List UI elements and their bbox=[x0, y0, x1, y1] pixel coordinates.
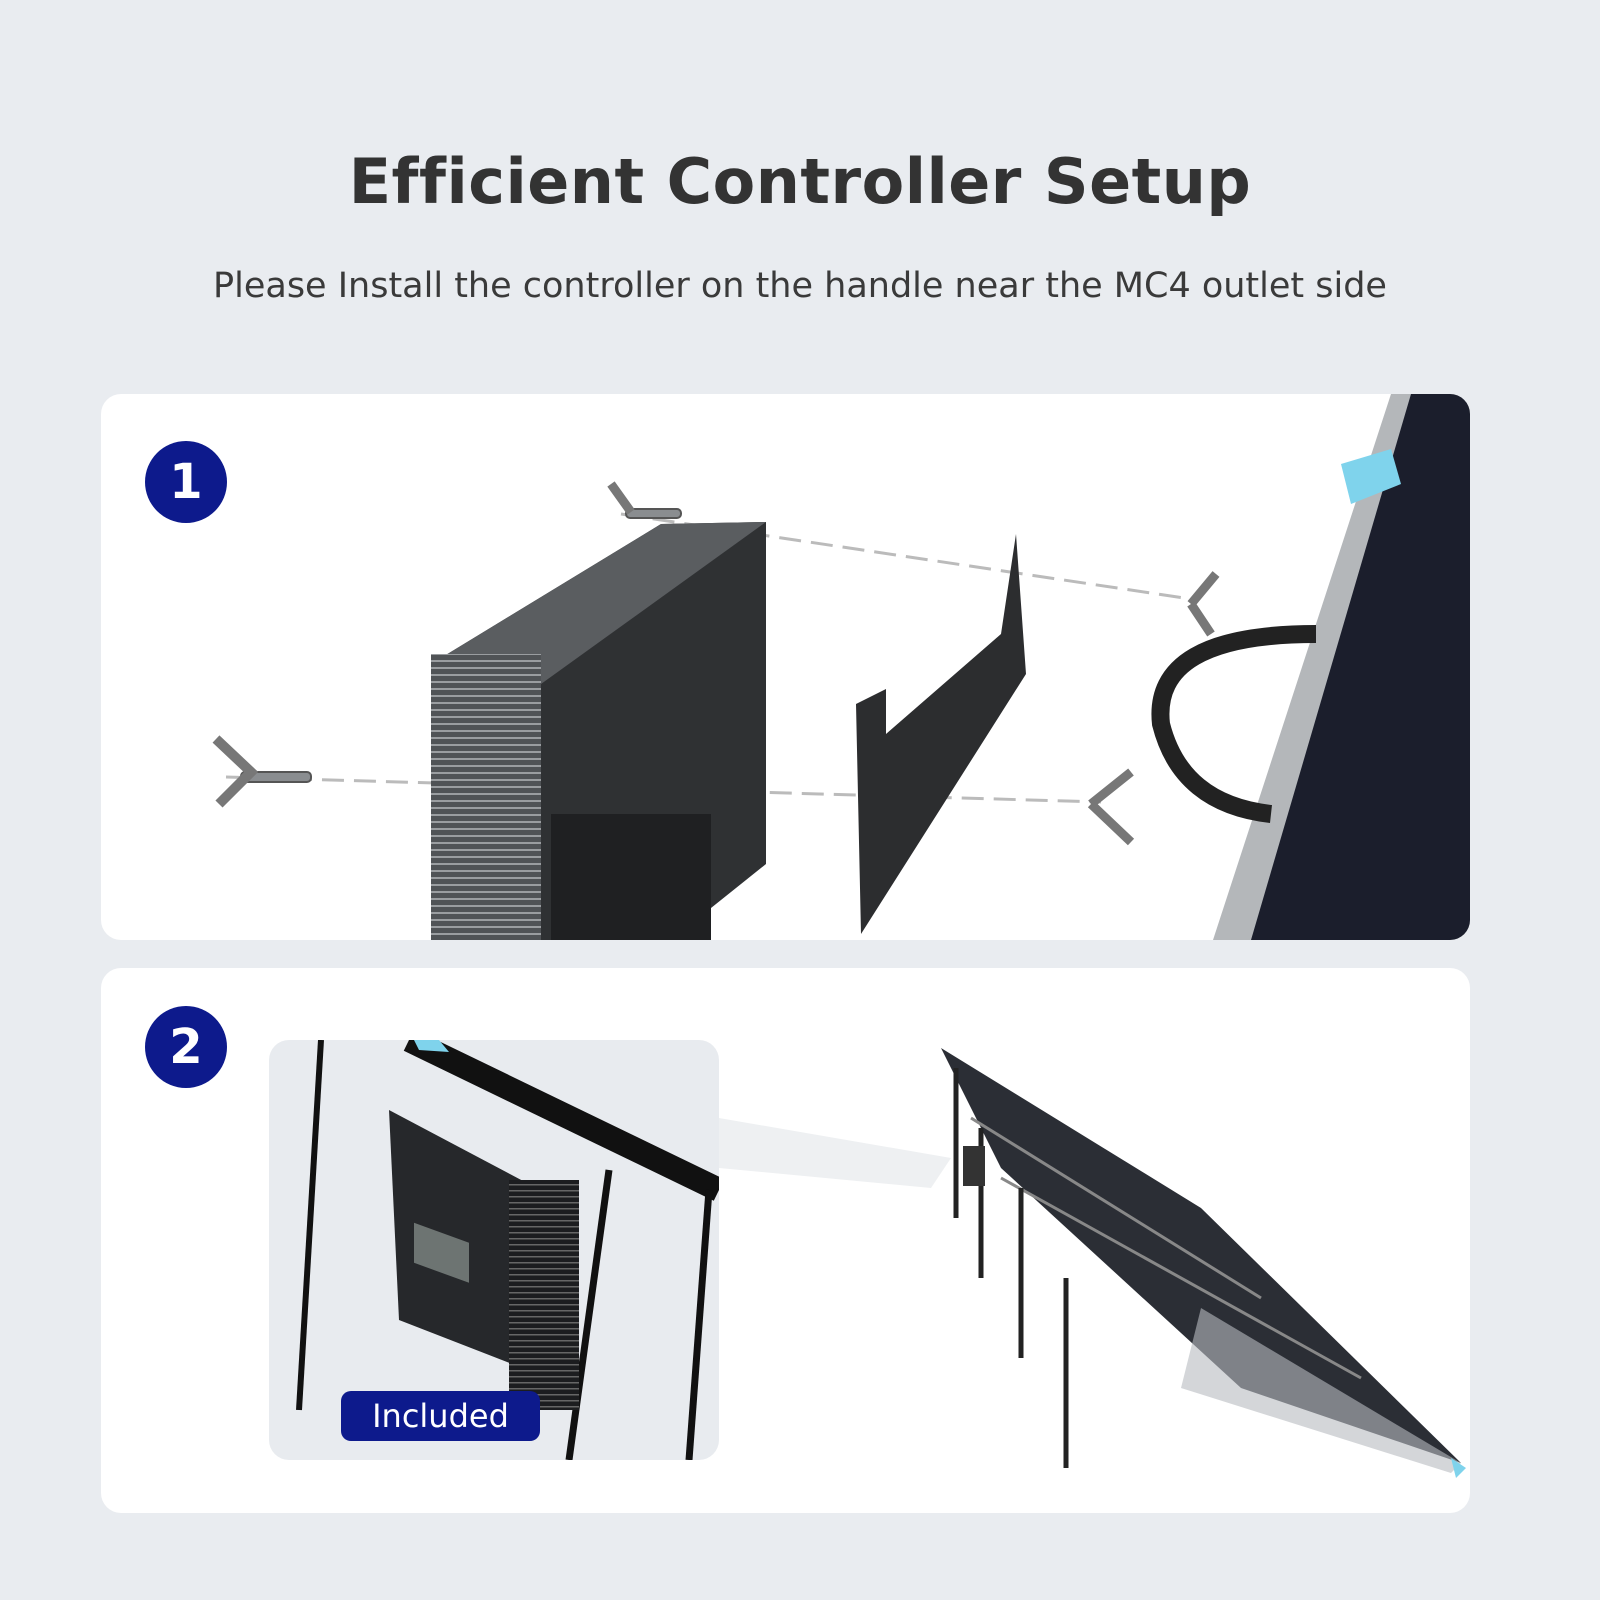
step-2-panel: 2 bbox=[101, 968, 1470, 1513]
exploded-assembly-illustration bbox=[212, 394, 1470, 940]
step-1-badge: 1 bbox=[145, 441, 227, 523]
mounted-panels-illustration bbox=[719, 1048, 1466, 1478]
controller-closeup-illustration bbox=[296, 1040, 719, 1460]
wing-nut-icons bbox=[212, 481, 1220, 846]
step-1-panel: 1 bbox=[101, 394, 1470, 940]
mounting-bracket bbox=[856, 534, 1026, 934]
controller-body bbox=[431, 522, 766, 940]
page-title: Efficient Controller Setup bbox=[348, 145, 1252, 218]
page-subtitle: Please Install the controller on the han… bbox=[213, 266, 1387, 306]
step-2-badge: 2 bbox=[145, 1006, 227, 1088]
controller-closeup-inset: Included bbox=[269, 1040, 719, 1460]
solar-panel-edge bbox=[1151, 394, 1470, 940]
solar-panel-array bbox=[941, 1048, 1466, 1478]
included-badge: Included bbox=[341, 1391, 540, 1441]
